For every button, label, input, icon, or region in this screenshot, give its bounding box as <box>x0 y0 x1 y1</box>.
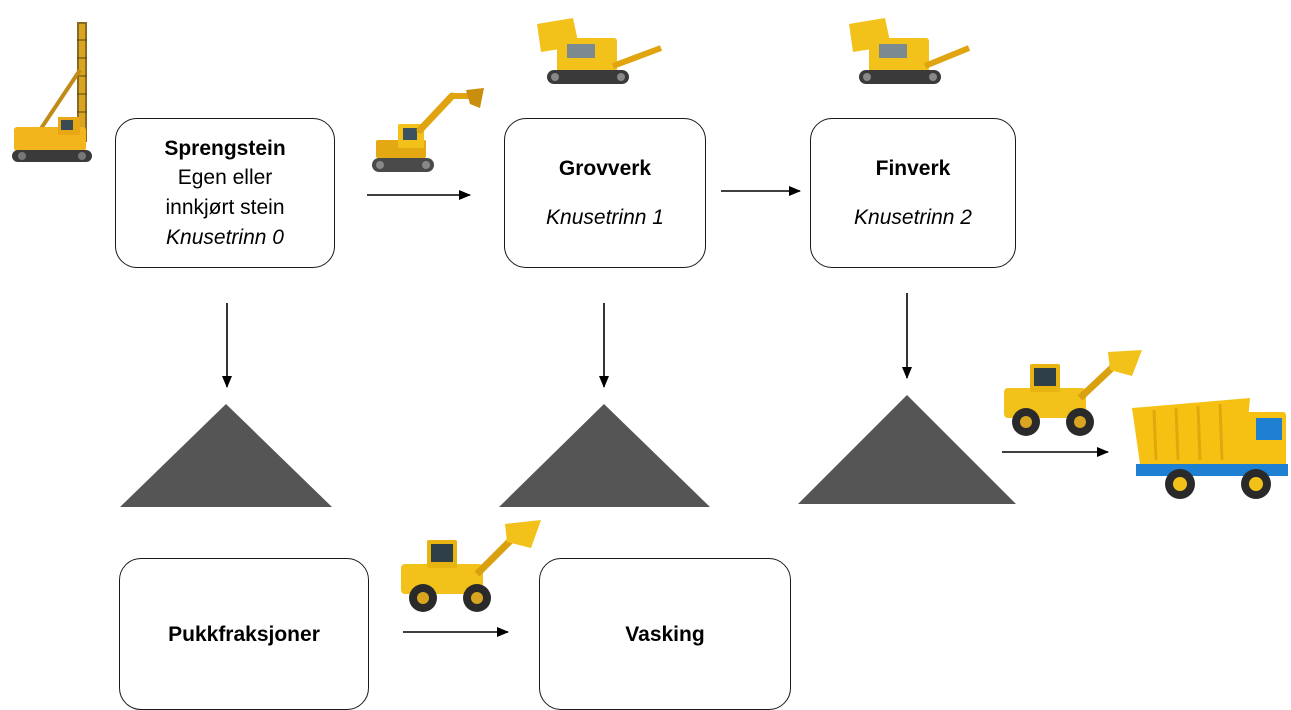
wheel-loader-icon <box>1004 350 1142 436</box>
gravel-pile-icon <box>120 404 332 507</box>
sprengstein-title: Sprengstein <box>164 136 286 160</box>
sprengstein-node: Sprengstein Egen eller innkjørt stein Kn… <box>115 118 335 268</box>
crusher-icon <box>849 18 971 84</box>
sprengstein-line2: innkjørt stein <box>165 195 285 219</box>
grovverk-stage: Knusetrinn 1 <box>546 205 664 229</box>
vasking-title: Vasking <box>625 622 705 646</box>
dump-truck-icon <box>1132 398 1288 499</box>
finverk-node: Finverk Knusetrinn 2 <box>810 118 1016 268</box>
gravel-pile-icon <box>499 404 710 507</box>
finverk-stage: Knusetrinn 2 <box>854 205 972 229</box>
vasking-node: Vasking <box>539 558 791 710</box>
sprengstein-stage: Knusetrinn 0 <box>166 225 284 249</box>
grovverk-node: Grovverk Knusetrinn 1 <box>504 118 706 268</box>
pukkfraksjoner-title: Pukkfraksjoner <box>168 622 320 646</box>
gravel-pile-icon <box>798 395 1016 504</box>
finverk-title: Finverk <box>875 156 951 180</box>
drilling-rig-icon <box>12 22 92 162</box>
wheel-loader-icon <box>401 520 541 612</box>
sprengstein-line1: Egen eller <box>177 165 273 189</box>
excavator-icon <box>372 88 484 172</box>
crusher-icon <box>537 18 663 84</box>
grovverk-title: Grovverk <box>558 156 652 180</box>
